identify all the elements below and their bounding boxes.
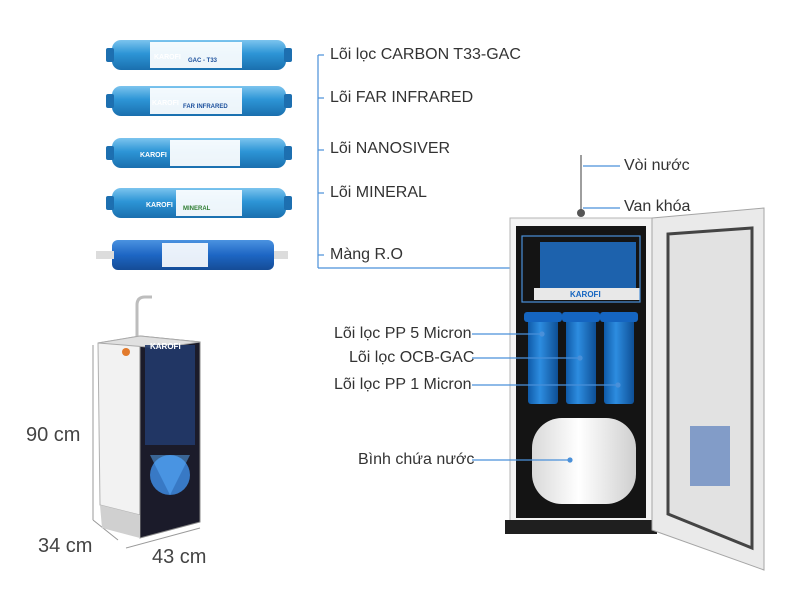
cartridge-mineral-print: MINERAL (183, 206, 211, 212)
cartridge-far-infrared-print: FAR INFRARED (183, 104, 228, 110)
label-mineral: Lõi MINERAL (330, 184, 427, 201)
label-faucet: Vòi nước (624, 157, 690, 174)
cartridge-carbon-print: GAC - T33 (188, 58, 218, 64)
dimension-depth: 34 cm (38, 535, 93, 557)
label-far-infrared: Lõi FAR INFRARED (330, 89, 474, 106)
cartridge-carbon (106, 40, 292, 70)
ro-highlight-box (521, 235, 641, 303)
cartridge-carbon-brand: KAROFI (154, 54, 181, 61)
label-valve: Van khóa (624, 198, 691, 215)
dimension-height: 90 cm (26, 424, 81, 446)
ro-membrane (96, 240, 288, 270)
cartridge-mineral (106, 188, 292, 218)
cartridge-nanosilver (106, 138, 292, 168)
cartridge-label-bracket (317, 54, 528, 269)
label-tank: Bình chứa nước (358, 451, 475, 468)
label-pp1: Lõi lọc PP 1 Micron (334, 376, 472, 393)
label-pp5: Lõi lọc PP 5 Micron (334, 325, 472, 342)
label-carbon: Lõi lọc CARBON T33-GAC (330, 46, 521, 63)
cartridge-mineral-brand: KAROFI (146, 202, 173, 209)
label-nanosilver: Lõi NANOSIVER (330, 140, 451, 157)
cartridge-far-infrared-brand: KAROFI (152, 100, 179, 107)
small-machine (92, 295, 201, 549)
dimension-width: 43 cm (152, 546, 207, 568)
housing-label-leaders (472, 331, 621, 463)
label-ro-membrane: Màng R.O (330, 246, 403, 263)
cabinet-brand: KAROFI (570, 290, 601, 299)
large-cabinet (505, 155, 765, 571)
cartridge-nanosilver-brand: KAROFI (140, 152, 167, 159)
label-ocb: Lõi lọc OCB-GAC (349, 349, 475, 366)
small-machine-brand: KAROFI (150, 342, 181, 351)
top-label-leaders (583, 165, 620, 209)
cartridge-far-infrared (106, 86, 292, 116)
